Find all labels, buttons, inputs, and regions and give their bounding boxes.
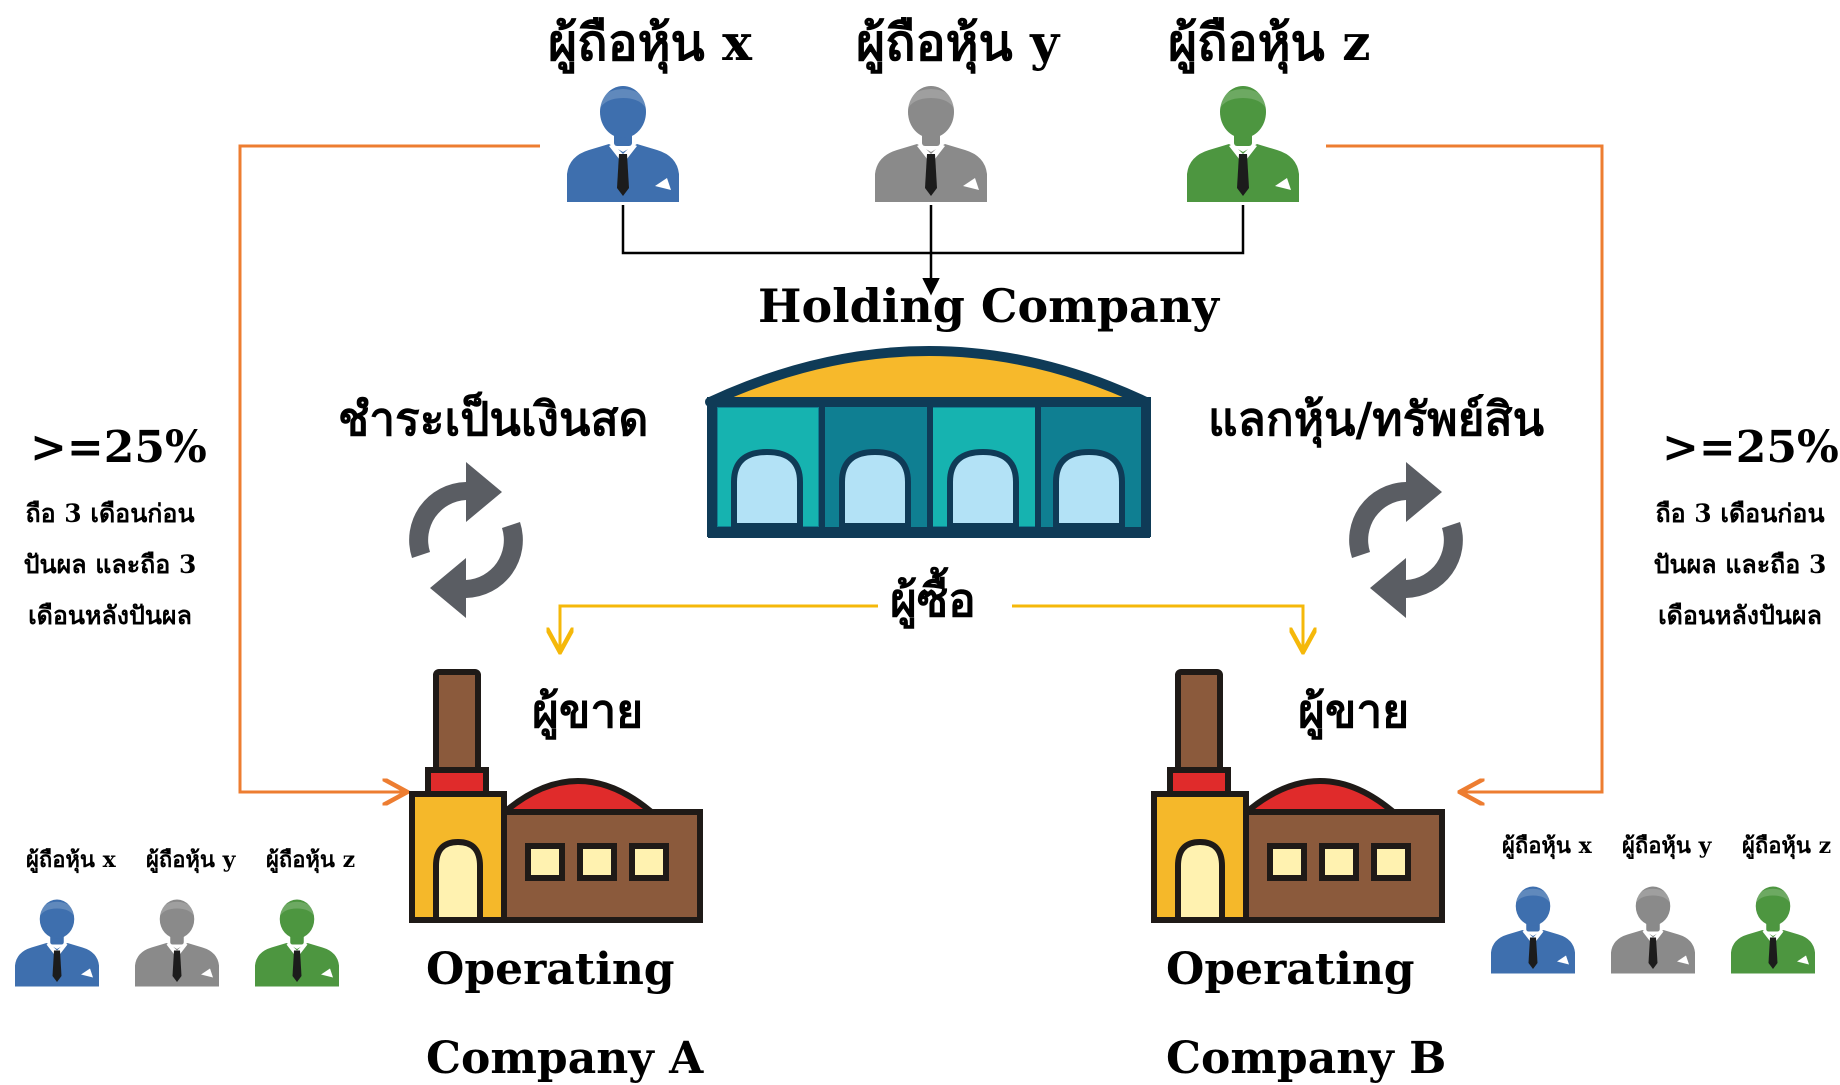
buyer-label: ผู้ซื้อ <box>890 573 976 627</box>
b-shareholder-y-label: ผู้ถือหุ้น y <box>1622 833 1712 859</box>
right-ownership-arrow <box>1326 144 1604 792</box>
a-shareholder-z-businessman-icon <box>255 899 339 987</box>
top-shareholder-z-label: ผู้ถือหุ้น z <box>1168 13 1371 72</box>
right-refresh-icon <box>1349 462 1463 618</box>
buyer-arrow-left <box>560 604 878 650</box>
a-shareholder-x-label: ผู้ถือหุ้น x <box>26 847 116 873</box>
a-shareholder-z-label: ผู้ถือหุ้น z <box>266 847 356 873</box>
a-shareholder-x-businessman-icon <box>15 899 99 987</box>
seller-label-a: ผู้ขาย <box>532 684 644 738</box>
b-shareholder-z-label: ผู้ถือหุ้น z <box>1742 833 1832 859</box>
b-shareholder-x-label: ผู้ถือหุ้น x <box>1502 833 1592 859</box>
b-shareholder-y-businessman-icon <box>1611 886 1695 974</box>
cash-payment-label: ชำระเป็นเงินสด <box>338 392 649 446</box>
operating-company-a-line1: Operating <box>426 944 675 995</box>
right-holding-period-note: ถือ 3 เดือนก่อน ปันผล และถือ 3 เดือนหลัง… <box>1653 499 1827 630</box>
top-shareholder-x-label: ผู้ถือหุ้น x <box>548 13 752 72</box>
b-shareholder-x-businessman-icon <box>1491 886 1575 974</box>
seller-label-b: ผู้ขาย <box>1298 684 1410 738</box>
holding-company-building-icon <box>705 346 1151 538</box>
a-shareholder-y-label: ผู้ถือหุ้น y <box>146 847 236 873</box>
top-shareholder-y-businessman-icon <box>875 86 987 202</box>
top-shareholder-z-businessman-icon <box>1187 86 1299 202</box>
top-shareholder-y-label: ผู้ถือหุ้น y <box>856 13 1060 72</box>
share-asset-swap-label: แลกหุ้น/ทรัพย์สิน <box>1208 392 1545 446</box>
b-shareholder-z-businessman-icon <box>1731 886 1815 974</box>
shareholder-connector <box>621 205 1245 255</box>
left-threshold: >=25% <box>30 422 207 473</box>
left-ownership-arrow <box>238 144 540 792</box>
right-threshold: >=25% <box>1662 422 1839 473</box>
top-shareholder-x-businessman-icon <box>567 86 679 202</box>
operating-company-b-line1: Operating <box>1166 944 1415 995</box>
operating-company-b-line2: Company B <box>1166 1033 1447 1084</box>
left-holding-period-note: ถือ 3 เดือนก่อน ปันผล และถือ 3 เดือนหลัง… <box>23 499 197 630</box>
buyer-arrow-right <box>1012 604 1303 650</box>
left-refresh-icon <box>409 462 523 618</box>
holding-company-title: Holding Company <box>758 279 1219 333</box>
a-shareholder-y-businessman-icon <box>135 899 219 987</box>
operating-company-a-line2: Company A <box>426 1033 704 1084</box>
